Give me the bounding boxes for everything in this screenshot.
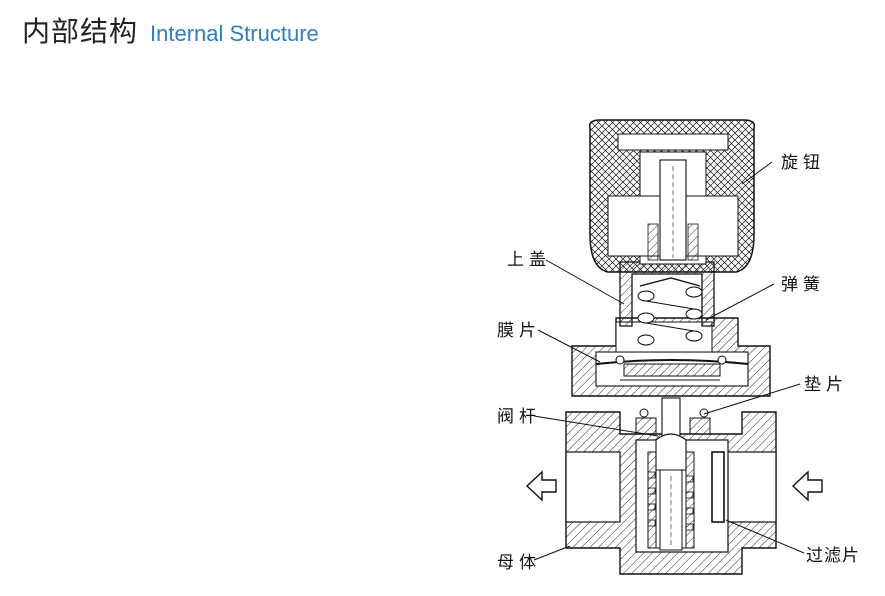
inlet-arrow-icon [525, 470, 557, 502]
page-subtitle: Internal Structure [150, 21, 319, 46]
diaphragm [595, 355, 749, 381]
label-valve-stem: 阀杆 [497, 407, 541, 427]
outlet-arrow-icon [791, 470, 823, 502]
label-knob: 旋钮 [781, 153, 825, 173]
filter-disc [711, 451, 725, 523]
adjustment-knob [588, 119, 756, 273]
diaphragm-housing [571, 317, 771, 397]
label-gasket: 垫片 [804, 375, 848, 395]
page-header: 内部结构 Internal Structure [22, 10, 319, 50]
main-spring [637, 277, 703, 346]
gasket [635, 408, 711, 435]
valve-stem [655, 397, 687, 551]
label-upper-cover: 上盖 [507, 250, 551, 270]
label-diaphragm: 膜片 [497, 321, 541, 341]
stem-spring [647, 471, 694, 531]
leader-lines [533, 161, 805, 561]
label-body: 母体 [497, 553, 541, 573]
label-spring: 弹簧 [781, 275, 825, 295]
page-title: 内部结构 [22, 15, 139, 48]
label-filter: 过滤片 [806, 546, 860, 566]
